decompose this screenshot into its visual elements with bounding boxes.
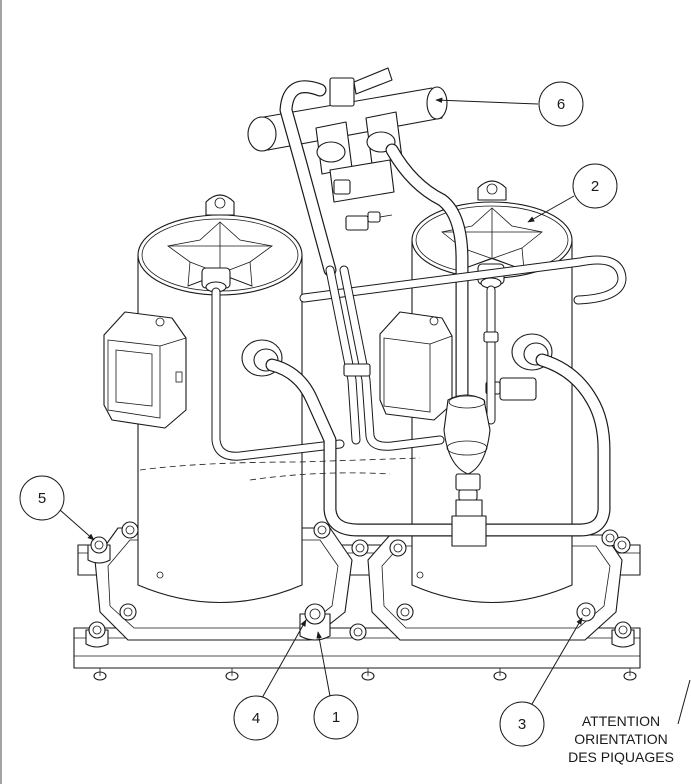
callout-3-number: 3: [518, 716, 526, 733]
orientation-warning-note: ATTENTION ORIENTATION DES PIQUAGES: [548, 712, 691, 766]
note-line-2: ORIENTATION: [574, 731, 668, 747]
bolt: [119, 603, 137, 621]
bolt: [85, 621, 109, 648]
note-line-3: DES PIQUAGES: [568, 749, 674, 765]
bolt: [351, 539, 369, 557]
bolt: [396, 603, 414, 621]
note-line-1: ATTENTION: [581, 713, 661, 729]
callout-4-number: 4: [252, 710, 260, 727]
bolt: [389, 539, 407, 557]
bolt: [349, 623, 367, 641]
suction-header: [247, 67, 448, 277]
callout-3: 3: [499, 617, 583, 747]
bolt: [313, 521, 331, 539]
callout-1-number: 1: [332, 709, 340, 726]
callout-2: 2: [527, 163, 618, 223]
bolt: [299, 603, 331, 641]
bolt: [121, 521, 139, 539]
bolt: [611, 621, 635, 648]
bolt: [613, 536, 631, 554]
callout-5-number: 5: [38, 490, 46, 507]
pipework: [139, 143, 627, 547]
callout-1: 1: [313, 631, 359, 740]
bolt: [576, 602, 596, 622]
note-leader: [677, 679, 691, 725]
callout-5: 5: [19, 475, 95, 541]
callout-4: 4: [233, 619, 307, 741]
mounting-bolts: [85, 521, 635, 648]
callout-6: 6: [435, 81, 584, 127]
bolt: [87, 536, 111, 564]
callout-6-number: 6: [557, 96, 565, 113]
callout-2-number: 2: [591, 178, 599, 195]
